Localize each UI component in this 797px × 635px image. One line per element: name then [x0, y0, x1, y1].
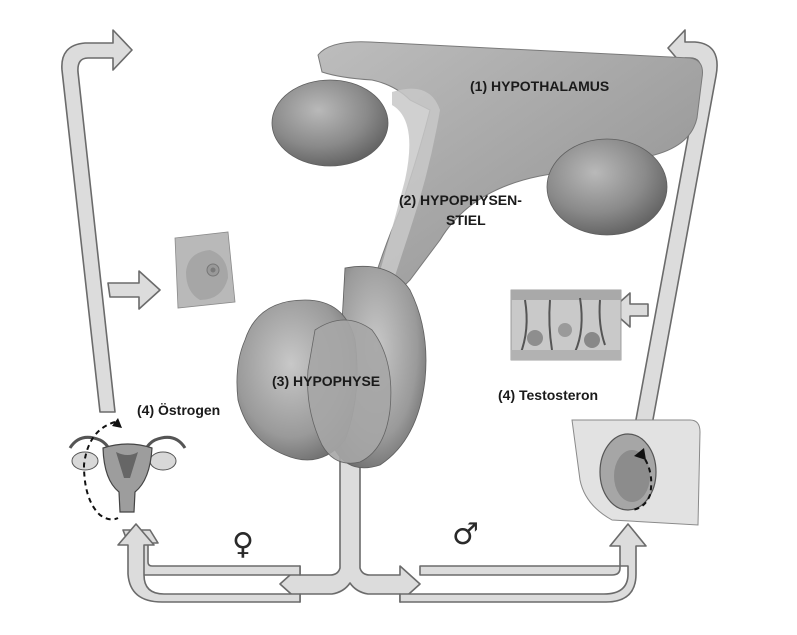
- hair-follicle-skin-icon: [510, 289, 622, 361]
- female-symbol-icon: ♀: [232, 527, 254, 562]
- breast-branch-arrow: [107, 270, 161, 310]
- testis-icon: [571, 419, 701, 526]
- pituitary-label: (3) HYPOPHYSE: [272, 373, 381, 389]
- uterus-ovaries-icon: [68, 418, 187, 521]
- male-symbol-icon: ♂: [452, 517, 479, 552]
- pituitary-stalk-label-line1: (2) HYPOPHYSEN-: [399, 192, 522, 208]
- hypothalamus-label: (1) HYPOTHALAMUS: [470, 78, 610, 94]
- optic-chiasm-bulb: [271, 79, 389, 167]
- female-arm-arrow: [122, 529, 301, 576]
- pituitary-stalk-label-line2: STIEL: [446, 212, 486, 228]
- feedback-arrows: [61, 29, 718, 603]
- testosterone-label: (4) Testosteron: [498, 387, 599, 403]
- male-arm-arrow: [399, 523, 647, 603]
- hypothalamus: [317, 41, 703, 301]
- mammillary-body: [546, 138, 668, 236]
- breast-illustration-icon: [174, 231, 236, 309]
- pituitary-gland: [236, 265, 427, 469]
- estrogen-label: (4) Östrogen: [137, 402, 221, 418]
- left-feedback-arrow: [61, 29, 133, 413]
- female-up-arrowhead: [117, 523, 301, 603]
- pituitary-stalk-arrow: [279, 452, 421, 603]
